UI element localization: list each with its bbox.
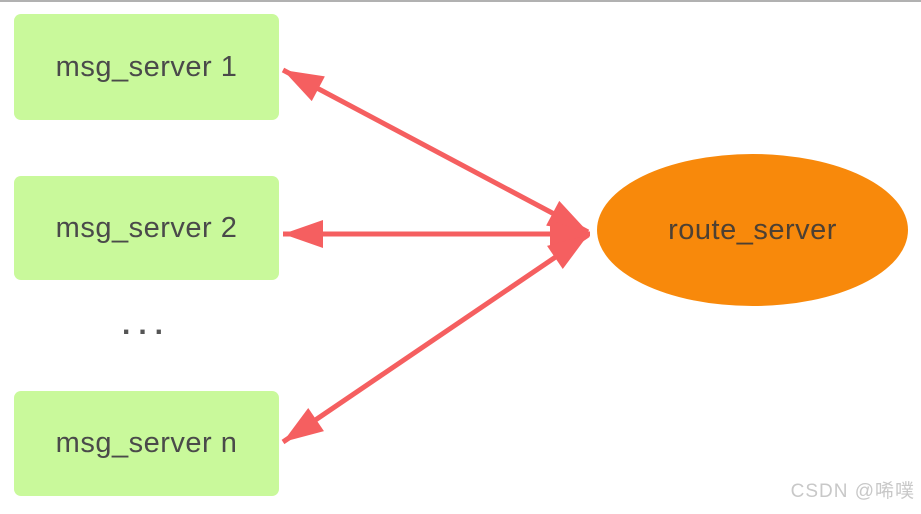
node-msg-server-2-label: msg_server 2 [55,211,238,244]
node-route-server-label: route_server [668,213,837,246]
node-msg-server-1: msg_server 1 [14,14,279,120]
arrow-route-to-msg-1 [281,67,590,235]
node-msg-server-n-label: msg_server n [55,427,238,459]
watermark: CSDN @唏噗 [790,481,915,502]
node-route-server: route_server [597,154,908,306]
ellipsis-dots: ... [121,308,171,341]
node-msg-server-1-label: msg_server 1 [55,50,238,83]
arrow-route-to-msg-n [281,232,590,445]
node-msg-server-2: msg_server 2 [14,176,279,280]
node-msg-server-n: msg_server n [14,391,279,496]
